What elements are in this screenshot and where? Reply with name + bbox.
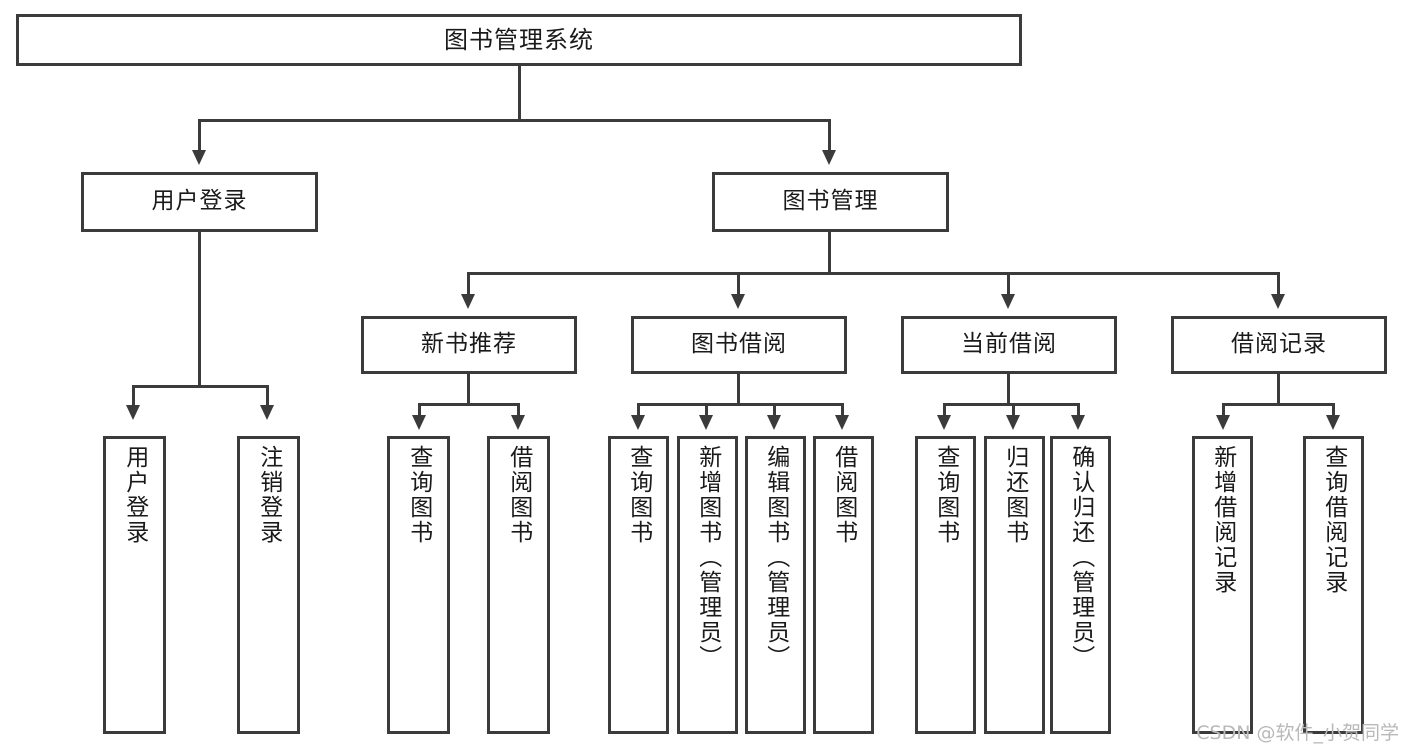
leaf-query-book-1[interactable]: 查询图书	[387, 436, 450, 734]
edge-user-login-drop-1	[132, 385, 135, 406]
node-label: 图书管理系统	[444, 25, 594, 54]
node-label: 用户登录	[151, 188, 248, 215]
node-label: 用户登录	[121, 445, 148, 545]
edge-user-login-drop-2	[266, 385, 269, 406]
arrowhead-leaf-borrow-book-2	[835, 415, 849, 430]
leaf-query-record[interactable]: 查询借阅记录	[1303, 436, 1364, 734]
node-borrow-record[interactable]: 借阅记录	[1171, 316, 1387, 374]
arrowhead-leaf-add-record	[1216, 415, 1230, 430]
leaf-user-login[interactable]: 用户登录	[103, 436, 166, 734]
node-label: 查询借阅记录	[1320, 445, 1347, 595]
node-label: 当前借阅	[961, 331, 1057, 358]
arrowhead-current-borrow	[1001, 294, 1015, 309]
arrowhead-user-login	[192, 150, 206, 165]
leaf-query-book-3[interactable]: 查询图书	[915, 436, 976, 734]
node-label: 归还图书	[1001, 445, 1028, 545]
node-label: 编辑图书（管理员）	[762, 445, 789, 670]
edge-current-borrow-drop-1	[943, 403, 946, 416]
node-new-book-recommend[interactable]: 新书推荐	[361, 316, 577, 374]
edge-current-borrow-drop-3	[1077, 403, 1080, 416]
edge-book-borrow-drop-2	[705, 403, 708, 416]
edge-book-borrow-drop-3	[773, 403, 776, 416]
leaf-confirm-return[interactable]: 确认归还（管理员）	[1050, 436, 1111, 734]
csdn-watermark: CSDN @软件_小贺同学	[1196, 722, 1399, 744]
node-label: 图书管理	[782, 188, 879, 215]
edge-to-user-login	[198, 119, 201, 151]
edge-book-borrow-drop-4	[841, 403, 844, 416]
edge-new-book-drop-2	[517, 403, 520, 416]
edge-new-book-drop-1	[418, 403, 421, 416]
arrowhead-leaf-return-book	[1006, 415, 1020, 430]
arrowhead-book-manage	[822, 150, 836, 165]
arrowhead-leaf-query-book-3	[937, 415, 951, 430]
node-label: 图书借阅	[691, 331, 787, 358]
node-label: 查询图书	[932, 445, 959, 545]
leaf-return-book[interactable]: 归还图书	[984, 436, 1045, 734]
node-label: 新书推荐	[421, 331, 517, 358]
node-label: 查询图书	[405, 445, 432, 545]
arrowhead-leaf-query-record	[1326, 415, 1340, 430]
leaf-logout-login[interactable]: 注销登录	[237, 436, 300, 734]
node-label: 借阅记录	[1231, 331, 1327, 358]
edge-book-manage-stem	[828, 232, 831, 272]
edge-borrow-record-stem	[1277, 374, 1280, 403]
edge-book-borrow-stem	[737, 374, 740, 403]
node-book-manage[interactable]: 图书管理	[712, 172, 949, 232]
edge-root-bus	[198, 119, 831, 122]
arrowhead-new-book-recommend	[461, 294, 475, 309]
edge-to-current-borrow	[1007, 272, 1010, 295]
node-book-borrow[interactable]: 图书借阅	[631, 316, 847, 374]
node-label: 新增借阅记录	[1209, 445, 1236, 595]
node-label: 确认归还（管理员）	[1067, 445, 1094, 670]
edge-root-stem	[518, 66, 521, 119]
edge-to-book-manage	[828, 119, 831, 151]
edge-current-borrow-stem	[1007, 374, 1010, 403]
node-root-system[interactable]: 图书管理系统	[16, 14, 1022, 66]
edge-book-borrow-drop-1	[637, 403, 640, 416]
arrowhead-leaf-edit-book	[767, 415, 781, 430]
edge-to-new-book-recommend	[467, 272, 470, 295]
node-current-borrow[interactable]: 当前借阅	[901, 316, 1117, 374]
edge-new-book-bus	[418, 403, 520, 406]
edge-borrow-record-drop-1	[1222, 403, 1225, 416]
node-label: 借阅图书	[830, 445, 857, 545]
arrowhead-leaf-add-book	[699, 415, 713, 430]
arrowhead-leaf-borrow-book-1	[511, 415, 525, 430]
arrowhead-leaf-logout-login	[260, 405, 274, 420]
edge-current-borrow-bus	[943, 403, 1080, 406]
edge-user-login-bus	[132, 385, 269, 388]
leaf-query-book-2[interactable]: 查询图书	[608, 436, 669, 734]
arrowhead-borrow-record	[1271, 294, 1285, 309]
edge-borrow-record-bus	[1222, 403, 1335, 406]
leaf-borrow-book-2[interactable]: 借阅图书	[813, 436, 874, 734]
node-label: 借阅图书	[505, 445, 532, 545]
edge-book-borrow-bus	[637, 403, 844, 406]
edge-book-manage-bus	[467, 272, 1280, 275]
edge-user-login-stem	[198, 232, 201, 385]
edge-current-borrow-drop-2	[1012, 403, 1015, 416]
node-label: 新增图书（管理员）	[694, 445, 721, 670]
edge-to-borrow-record	[1277, 272, 1280, 295]
arrowhead-leaf-query-book-2	[631, 415, 645, 430]
edge-borrow-record-drop-2	[1332, 403, 1335, 416]
arrowhead-book-borrow	[731, 294, 745, 309]
node-label: 注销登录	[255, 445, 282, 545]
leaf-borrow-book-1[interactable]: 借阅图书	[487, 436, 550, 734]
edge-new-book-stem	[467, 374, 470, 403]
edge-to-book-borrow	[737, 272, 740, 295]
node-user-login[interactable]: 用户登录	[81, 172, 318, 232]
leaf-edit-book[interactable]: 编辑图书（管理员）	[745, 436, 806, 734]
node-label: 查询图书	[625, 445, 652, 545]
leaf-add-record[interactable]: 新增借阅记录	[1192, 436, 1253, 734]
leaf-add-book[interactable]: 新增图书（管理员）	[677, 436, 738, 734]
arrowhead-leaf-user-login	[126, 405, 140, 420]
arrowhead-leaf-confirm-return	[1071, 415, 1085, 430]
arrowhead-leaf-query-book-1	[412, 415, 426, 430]
